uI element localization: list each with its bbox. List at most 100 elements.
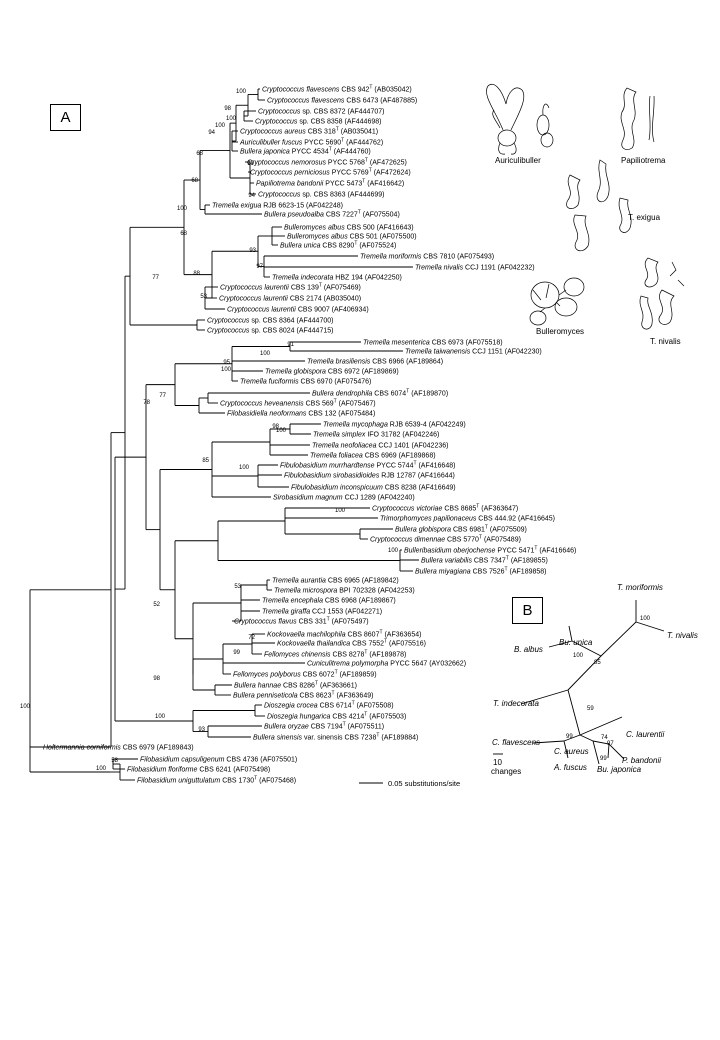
- tree-a-bootstrap-value: 77: [159, 393, 166, 399]
- illustration-bulleromyces: Bulleromyces: [529, 277, 585, 336]
- tree-b-labels: T. moriformis T. nivalis Bu. unica B. al…: [491, 583, 698, 776]
- panel-b-label: B: [512, 597, 543, 624]
- tree-a-taxon: Bullera oryzae CBS 7194T (AF075511): [264, 722, 384, 731]
- tree-a-taxon: Dioszegia hungarica CBS 4214T (AF075503): [267, 712, 406, 721]
- tree-a-bootstrap-value: 100: [388, 548, 399, 554]
- tree-b-bootstrap: 100: [640, 616, 651, 622]
- tree-a-taxon: Bulleromyces albus CBS 500 (AF416643): [284, 225, 414, 232]
- tree-a-taxon: Fibulobasidium sirobasidioides RJB 12787…: [284, 473, 455, 480]
- tree-a-bootstrap-value: 93: [249, 248, 256, 254]
- tree-a-labels: Cryptococcus flavescens CBS 942T (AB0350…: [43, 85, 576, 785]
- tree-a-taxon: Kockovaella thailandica CBS 7552T (AF075…: [277, 639, 426, 648]
- tree-a-taxon: Cryptococcus sp. CBS 8358 (AF444698): [255, 119, 381, 126]
- tree-a-bootstrap-value: 98: [153, 676, 160, 682]
- tree-a-taxon: Papiliotrema bandonii PYCC 5473T (AF4166…: [256, 179, 404, 188]
- tree-a-taxon: Cryptococcus laurentii CBS 139T (AF07546…: [220, 283, 361, 292]
- tree-a: [29, 88, 419, 781]
- tree-a-bootstrap-value: 100: [215, 123, 226, 129]
- tree-a-bootstrap-value: 77: [152, 275, 159, 281]
- tree-a-bootstrap-value: 52: [153, 602, 160, 608]
- tree-a-taxon: Bulleromyces albus CBS 501 (AF075500): [287, 234, 417, 241]
- tree-b-taxon: C. flavescens: [492, 738, 540, 747]
- tree-a-taxon: Tremella moriformis CBS 7810 (AF075493): [360, 254, 494, 261]
- tree-a-taxon: Bulleribasidium oberjochense PYCC 5471T …: [404, 546, 576, 555]
- tree-b-taxon: T. indecorata: [493, 699, 540, 708]
- tree-a-bootstrap-value: 100: [276, 428, 287, 434]
- tree-b-taxon: B. albus: [514, 645, 543, 654]
- tree-a-taxon: Bullera globispora CBS 6981T (AF075509): [395, 525, 527, 534]
- tree-a-bootstrap-value: 91: [287, 342, 294, 348]
- tree-a-taxon: Bullera hannae CBS 8286T (AF363661): [234, 681, 357, 690]
- tree-a-taxon: Cryptococcus aureus CBS 318T (AB035041): [240, 127, 378, 136]
- tree-a-taxon: Bullera japonica PYCC 4534T (AF444760): [240, 147, 371, 156]
- tree-a-taxon: Dioszegia crocea CBS 6714T (AF075508): [264, 701, 394, 710]
- tree-a-bootstrap-value: 72: [248, 635, 255, 641]
- tree-a-taxon: Tremella giraffa CCJ 1553 (AF042271): [262, 609, 382, 616]
- illustration-label: Bulleromyces: [536, 327, 584, 336]
- tree-a-taxon: Filobasidium floriforme CBS 6241 (AF0754…: [127, 767, 270, 774]
- tree-a-bootstrap-value: 94: [208, 130, 215, 136]
- tree-a-bootstrap-value: 100: [260, 351, 271, 357]
- tree-a-taxon: Tremella neofoliacea CCJ 1401 (AF042236): [312, 443, 448, 450]
- tree-a-bootstrap-value: 99: [233, 650, 240, 656]
- tree-b-bootstrap: 99: [600, 756, 607, 762]
- tree-a-taxon: Tremella mesenterica CBS 6973 (AF075518): [363, 340, 503, 347]
- illustration-label: T. exigua: [628, 213, 661, 222]
- tree-a-taxon: Tremella mycophaga RJB 6539-4 (AF042249): [323, 422, 466, 429]
- illustration-t-exigua: T. exigua: [566, 159, 661, 252]
- tree-a-taxon: Tremella aurantia CBS 6965 (AF189842): [272, 578, 399, 585]
- tree-a-taxon: Tremella fuciformis CBS 6970 (AF075476): [240, 379, 371, 386]
- illustration-label: Papiliotrema: [621, 156, 666, 165]
- tree-a-taxon: Cryptococcus flavescens CBS 942T (AB0350…: [262, 85, 412, 94]
- tree-a-taxon: Cryptococcus sp. CBS 8363 (AF444699): [258, 192, 384, 199]
- tree-a-taxon: Bullera miyagiana CBS 7526T (AF189858): [415, 567, 547, 576]
- tree-a-taxon: Cryptococcus perniciosus PYCC 5769T (AF4…: [250, 168, 411, 177]
- tree-a-bootstrap-value: 100: [221, 367, 232, 373]
- tree-b-bootstrap: 99: [566, 734, 573, 740]
- tree-a-taxon: Auriculibuller fuscus PYCC 5690T (AF4447…: [239, 138, 383, 147]
- tree-a-bootstrap-value: 100: [96, 766, 107, 772]
- tree-a-bootstrap-value: 100: [177, 206, 188, 212]
- tree-a-taxon: Tremella microspora BPI 702328 (AF042253…: [274, 588, 415, 595]
- tree-a-taxon: Bullera penniseticola CBS 8623T (AF36364…: [233, 691, 373, 700]
- tree-b-taxon: Bu. japonica: [597, 765, 642, 774]
- tree-b-taxon: T. moriformis: [617, 583, 663, 592]
- tree-a-taxon: Fellomyces chinensis CBS 8278T (AF189878…: [264, 650, 406, 659]
- tree-b: [493, 600, 665, 765]
- tree-a-taxon: Fibulobasidium murrhardtense PYCC 5744T …: [280, 461, 455, 470]
- tree-a-bootstrap-value: 98: [224, 106, 231, 112]
- tree-a-bootstrap-value: 68: [196, 151, 203, 157]
- tree-a-taxon: Holtermannia corniformis CBS 6979 (AF189…: [43, 745, 194, 752]
- tree-a-bootstrap-value: 53: [234, 584, 241, 590]
- tree-a-taxon: Fibulobasidium inconspicuum CBS 8238 (AF…: [291, 485, 456, 492]
- tree-a-taxon: Filobasidiella neoformans CBS 132 (AF075…: [227, 411, 375, 418]
- tree-a-bootstrap-value: 97: [256, 264, 263, 270]
- tree-b-taxon: C. aureus: [554, 747, 589, 756]
- tree-a-bootstrap-value: 78: [143, 400, 150, 406]
- tree-a-bootstrap-value: 68: [180, 231, 187, 237]
- tree-a-bootstrap: 1001009810094689994681009397885368779110…: [20, 89, 399, 772]
- tree-a-bootstrap-value: 88: [193, 271, 200, 277]
- tree-a-bootstrap-value: 53: [200, 294, 207, 300]
- tree-a-bootstrap-value: 100: [335, 508, 346, 514]
- illustration-papiliotrema: Papiliotrema: [620, 87, 666, 165]
- scale-bar-label: 0.05 substitutions/site: [388, 779, 460, 788]
- panel-a-label: A: [50, 104, 81, 131]
- tree-b-taxon: T. nivalis: [667, 631, 698, 640]
- tree-a-taxon: Tremella encephala CBS 6968 (AF189867): [262, 598, 396, 605]
- tree-b-bootstrap: 97: [607, 741, 614, 747]
- tree-a-taxon: Tremella brasiliensis CBS 6966 (AF189864…: [307, 359, 443, 366]
- tree-b-bootstrap: 85: [594, 660, 601, 666]
- illustration-t-nivalis: T. nivalis: [639, 257, 685, 346]
- tree-a-taxon: Cryptococcus sp. CBS 8364 (AF444700): [207, 318, 333, 325]
- tree-a-taxon: Trimorphomyces papilionaceus CBS 444.92 …: [380, 516, 555, 523]
- tree-b-taxon: A. fuscus: [553, 763, 587, 772]
- tree-a-taxon: Cryptococcus heveanensis CBS 569T (AF075…: [220, 399, 376, 408]
- tree-b-taxon: C. laurentii: [626, 730, 664, 739]
- tree-a-taxon: Cryptococcus flavescens CBS 6473 (AF4878…: [267, 98, 417, 105]
- tree-a-taxon: Bullera pseudoalba CBS 7227T (AF075504): [264, 210, 400, 219]
- tree-a-taxon: Bullera dendrophila CBS 6074T (AF189870): [312, 389, 448, 398]
- tree-a-bootstrap-value: 100: [155, 714, 166, 720]
- tree-a-taxon: Tremella taiwanensis CCJ 1151 (AF042230): [405, 349, 542, 356]
